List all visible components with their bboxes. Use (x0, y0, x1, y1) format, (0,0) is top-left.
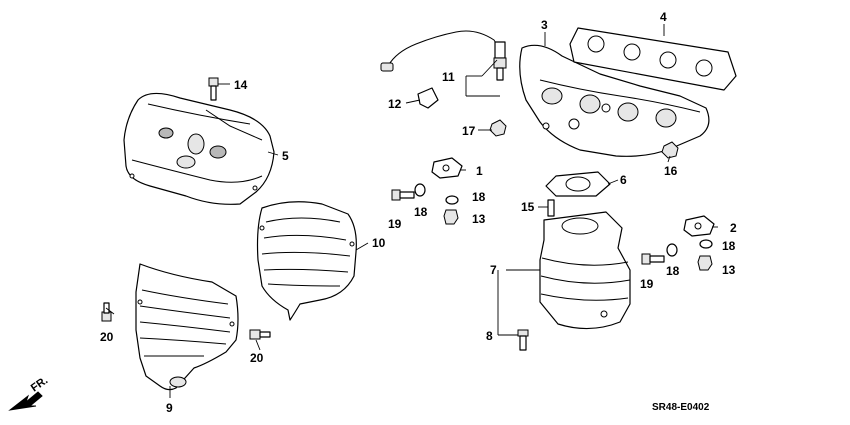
bolt-19-left[interactable] (391, 189, 415, 201)
callout-7: 7 (490, 263, 497, 277)
callout-5: 5 (282, 149, 289, 163)
callout-16: 16 (664, 164, 678, 178)
bolt-8[interactable] (517, 329, 529, 351)
direction-label: FR. (29, 374, 50, 394)
manifold-gasket[interactable] (569, 27, 737, 91)
callout-17: 17 (462, 124, 476, 138)
stud-15[interactable] (547, 199, 555, 217)
sensor-bracket-12[interactable] (417, 87, 439, 109)
callout-18-right-a: 18 (666, 264, 680, 278)
bolt-19-right[interactable] (641, 253, 665, 265)
leader-lines (105, 24, 718, 398)
diagram-code: SR48-E0402 (652, 402, 710, 413)
callout-19-right: 19 (640, 277, 654, 291)
nut-13-right[interactable] (697, 255, 713, 271)
washer-18-left-a[interactable] (414, 183, 426, 197)
callout-2: 2 (730, 221, 737, 235)
callout-11: 11 (442, 70, 455, 84)
callout-18-left-a: 18 (414, 205, 428, 219)
nut-13-left[interactable] (443, 209, 459, 225)
callout-15: 15 (521, 200, 535, 214)
exhaust-manifold[interactable] (519, 44, 710, 157)
middle-heat-shield[interactable] (256, 201, 357, 321)
callout-19-left: 19 (388, 217, 402, 231)
callout-labels: 14 5 10 9 20 20 3 4 11 12 17 16 6 1 2 7 … (100, 10, 737, 415)
washer-18-right-b[interactable] (699, 239, 713, 249)
callout-3: 3 (541, 18, 548, 32)
oxygen-sensor[interactable] (380, 30, 507, 81)
callout-4: 4 (660, 10, 667, 24)
lower-heat-shield[interactable] (135, 263, 239, 391)
callout-13-right: 13 (722, 263, 736, 277)
nut-17[interactable] (489, 119, 507, 137)
bolt-20-left[interactable] (101, 302, 112, 322)
callout-9: 9 (166, 401, 173, 415)
callout-18-right-b: 18 (722, 239, 736, 253)
callout-18-left-b: 18 (472, 190, 486, 204)
nut-16[interactable] (661, 141, 679, 159)
bolt-14[interactable] (208, 77, 219, 101)
upper-heat-shield[interactable] (123, 92, 275, 205)
bracket-2[interactable] (683, 215, 715, 237)
callout-10: 10 (372, 236, 386, 250)
catalytic-converter[interactable] (539, 211, 631, 330)
front-direction-arrow: FR. (8, 374, 50, 411)
callout-13-left: 13 (472, 212, 486, 226)
callout-12: 12 (388, 97, 402, 111)
callout-6: 6 (620, 173, 627, 187)
callout-1: 1 (476, 164, 483, 178)
converter-gasket[interactable] (545, 171, 611, 197)
callout-20-left: 20 (100, 330, 114, 344)
callout-14: 14 (234, 78, 248, 92)
bracket-1[interactable] (431, 157, 463, 179)
callout-20-right: 20 (250, 351, 264, 365)
washer-18-left-b[interactable] (445, 195, 459, 205)
callout-8: 8 (486, 329, 493, 343)
bolt-20-right[interactable] (249, 329, 271, 340)
washer-18-right-a[interactable] (666, 243, 678, 257)
